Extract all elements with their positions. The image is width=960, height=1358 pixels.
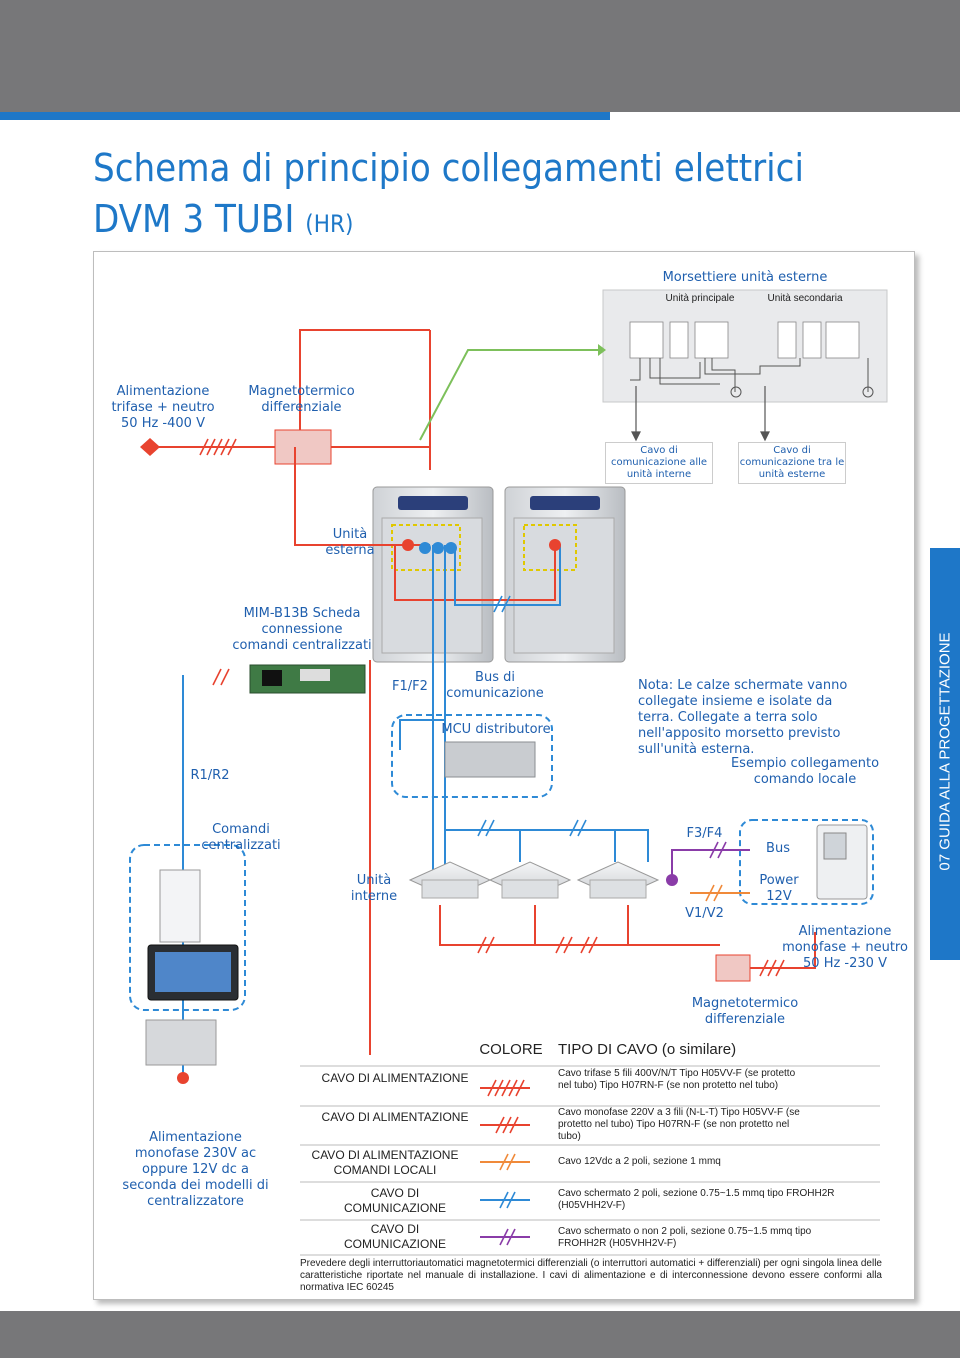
central-controls-label: Comandi centralizzati: [201, 822, 281, 853]
bus-label: Bus di comunicazione: [446, 670, 544, 701]
central-controls-outline: [129, 844, 246, 1011]
footer-band: [0, 1311, 960, 1358]
indoor-cassette-1: [408, 861, 492, 899]
central-controller-1: [159, 869, 201, 943]
cable-outdoor-label: Cavo di comunicazione tra le unità ester…: [738, 442, 846, 484]
central-controller-box: [145, 1019, 217, 1066]
note-text: Nota: Le calze schermate vanno collegate…: [638, 678, 848, 757]
connection-dots: [177, 539, 561, 1084]
purple-hatch: [709, 841, 727, 859]
legend-name-2: CAVO DI ALIMENTAZIONE: [321, 1110, 469, 1124]
legend-name-4: CAVO DI COMUNICAZIONE: [344, 1186, 446, 1215]
indoor-cassette-3: [576, 861, 660, 899]
legend-desc-2: Cavo monofase 220V a 3 fili (N-L-T) Tipo…: [558, 1107, 800, 1142]
local-bus-node: [666, 874, 678, 886]
outdoor-terminal-highlight-1: [391, 524, 461, 571]
outdoor-unit-2: [504, 486, 626, 663]
legend-desc-4: Cavo schermato 2 poli, sezione 0.75~1.5 …: [558, 1188, 835, 1211]
breaker-bottom-label: Magnetotermico differenziale: [691, 996, 799, 1027]
local-controller-display: [823, 832, 847, 860]
terminal-secondary-unit: Unità secondaria: [767, 293, 843, 304]
v1v2-label: V1/V2: [685, 906, 724, 921]
breaker-top: [274, 429, 332, 465]
power12-label: Power 12V: [759, 873, 799, 904]
touchscreen-display: [155, 952, 231, 992]
legend-desc-3: Cavo 12Vdc a 2 poli, sezione 1 mmq: [558, 1156, 721, 1167]
legend-col-type: TIPO DI CAVO (o similare): [558, 1041, 737, 1058]
terminal-main-unit: Unità principale: [665, 293, 735, 304]
local-example-label: Esempio collegamento comando locale: [730, 756, 880, 787]
page-title-line2: DVM 3 TUBI (HR): [93, 197, 353, 246]
orange-hatch: [705, 884, 723, 902]
earth-arrow: [598, 344, 606, 356]
f3f4-label: F3/F4: [686, 826, 723, 841]
earth-wire: [419, 349, 598, 441]
power-1ph-label: Alimentazione monofase + neutro 50 Hz -2…: [782, 924, 908, 971]
legend-desc-5: Cavo schermato o non 2 poli, sezione 0.7…: [558, 1226, 812, 1249]
f1f2-label: F1/F2: [392, 679, 428, 694]
comm-hatch: [477, 595, 587, 837]
outdoor-terminal-highlight-2: [523, 524, 577, 571]
side-tab: 07 GUIDA ALLA PROGETTAZIONE: [930, 548, 960, 960]
mim-label: MIM-B13B Scheda connessione comandi cent…: [232, 606, 372, 653]
mcu-label: MCU distributore: [441, 722, 551, 737]
terminal-block: [602, 289, 888, 403]
title-main: DVM 3 TUBI: [93, 197, 295, 241]
bus-local-label: Bus: [766, 841, 790, 856]
breaker-bottom: [715, 954, 751, 982]
indoor-cassette-2: [488, 861, 572, 899]
power-hatch: [199, 438, 785, 977]
terminal-leaders: [631, 386, 770, 442]
terminal-title: Morsettiere unità esterne: [662, 270, 828, 285]
power-supply-3ph-label: Alimentazione trifase + neutro 50 Hz -40…: [111, 384, 215, 431]
legend-footnote: Prevedere degli interruttoriautomatici m…: [300, 1258, 882, 1293]
legend-desc-1: Cavo trifase 5 fili 400V/N/T Tipo H05VV-…: [558, 1068, 796, 1091]
header-accent-line: [0, 112, 610, 120]
controller-supply-label: Alimentazione monofase 230V ac oppure 12…: [122, 1130, 269, 1209]
legend-grid: [300, 1065, 880, 1256]
legend-col-color: COLORE: [479, 1041, 543, 1058]
legend-swatches: [480, 1079, 530, 1246]
page-title-line1: Schema di principio collegamenti elettri…: [93, 146, 804, 190]
legend-name-1: CAVO DI ALIMENTAZIONE: [321, 1071, 469, 1085]
header-band: [0, 0, 960, 112]
r1r2-label: R1/R2: [190, 768, 230, 783]
mcu-box: [444, 741, 536, 778]
legend-name-5: CAVO DI COMUNICAZIONE: [344, 1222, 446, 1251]
mcu-outline: [391, 714, 553, 798]
mim-board: [249, 664, 366, 694]
title-suffix: (HR): [305, 210, 354, 238]
local-comm-wiring: [671, 849, 750, 880]
communication-wiring: [399, 545, 649, 880]
cable-indoor-label: Cavo di comunicazione alle unità interne: [605, 442, 713, 484]
outdoor-unit-label: Unità esterna: [325, 527, 375, 558]
legend-name-3: CAVO DI ALIMENTAZIONE COMANDI LOCALI: [311, 1148, 459, 1177]
supply-node: [140, 438, 160, 456]
local-controller-outline: [739, 819, 874, 905]
breaker-top-label: Magnetotermico differenziale: [248, 384, 355, 415]
indoor-units-label: Unità interne: [350, 873, 398, 904]
